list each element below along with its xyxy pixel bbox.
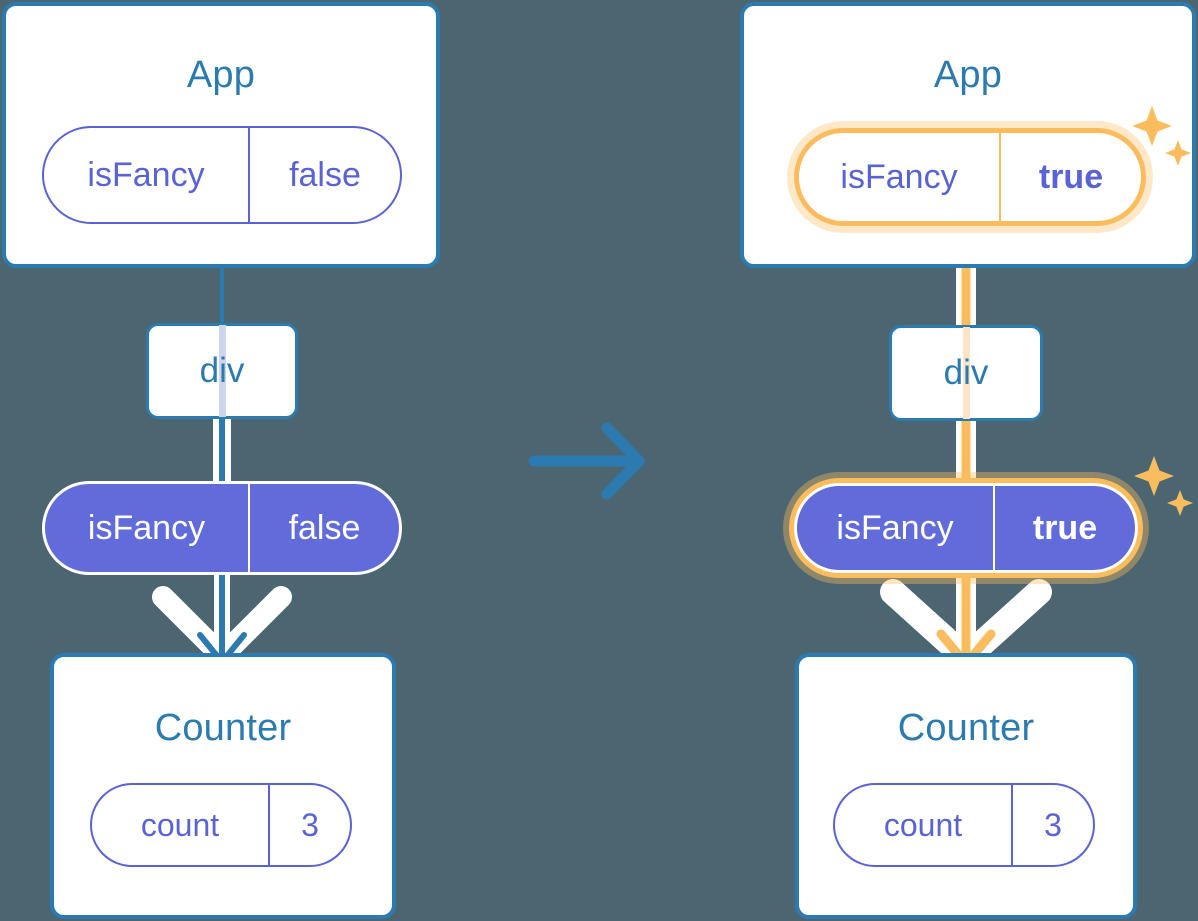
counter-pill-value: 3 <box>1011 785 1093 865</box>
app-title: App <box>933 54 1003 96</box>
prop-pill-value: false <box>248 484 399 572</box>
counter-title: Counter <box>897 707 1035 749</box>
prop-pill-key: isFancy <box>836 508 954 547</box>
div-label: div <box>199 351 245 390</box>
div-label: div <box>943 353 989 392</box>
dom-node-div-after: div <box>889 325 1043 421</box>
pill-key: isFancy <box>840 157 958 196</box>
counter-state-pill-before[interactable]: count 3 <box>90 783 352 867</box>
counter-pill-value: 3 <box>268 785 350 865</box>
pill-value: false <box>248 128 400 222</box>
counter-title: Counter <box>154 707 292 749</box>
pill-value: true <box>999 133 1141 221</box>
sparkle-icon-prop <box>1134 456 1193 516</box>
counter-pill-key: count <box>883 806 963 843</box>
prop-pill-key: isFancy <box>87 508 206 547</box>
prop-pill-after[interactable]: isFancy true <box>794 483 1138 573</box>
app-state-pill-after[interactable]: isFancy true <box>794 128 1146 226</box>
app-state-pill-before[interactable]: isFancy false <box>42 126 402 224</box>
prop-pill-before[interactable]: isFancy false <box>42 481 402 575</box>
div-passthrough-line <box>218 325 226 417</box>
pill-key: isFancy <box>87 155 205 194</box>
dom-node-div-before: div <box>146 323 298 419</box>
app-title: App <box>186 54 256 96</box>
counter-pill-key: count <box>140 806 220 843</box>
counter-state-pill-after[interactable]: count 3 <box>833 783 1095 867</box>
prop-pill-value: true <box>993 486 1135 570</box>
counter-frame-before: Counter <box>50 653 396 919</box>
transition-arrow-right-icon <box>528 422 645 500</box>
div-passthrough-line <box>962 327 970 419</box>
sparkle-icon-app <box>1132 106 1191 166</box>
